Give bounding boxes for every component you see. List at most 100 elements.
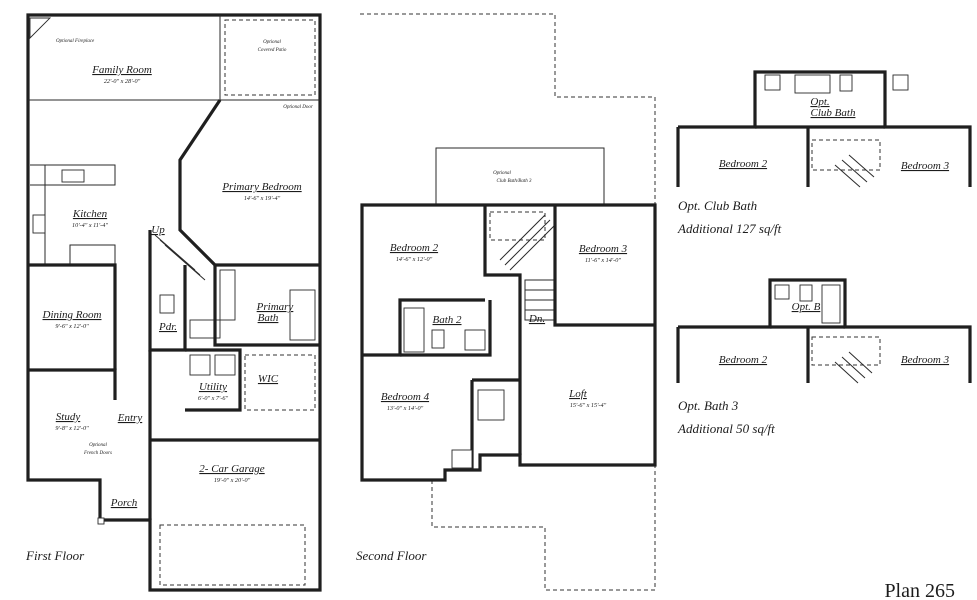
fireplace (29, 17, 52, 40)
utility-wall (185, 348, 242, 412)
dryer (214, 354, 236, 376)
club-bath-sink-right (892, 74, 909, 91)
club-bath-opt-label: Opt. (810, 96, 829, 108)
dining-room-dims: 9'-6" x 12'-0" (55, 323, 89, 330)
club-bath-tub (794, 74, 831, 94)
bath2-label: Bath 2 (432, 314, 462, 326)
bath3-bedroom2-label: Bedroom 2 (719, 354, 768, 366)
second-floor-caption: Second Floor (356, 548, 427, 563)
hall-closet (477, 389, 505, 421)
club-bath-bedroom3-label: Bedroom 3 (901, 160, 950, 172)
primary-bath-wall (213, 265, 320, 347)
washer (189, 354, 211, 376)
study-wall (28, 368, 117, 400)
stair-treads (154, 234, 206, 281)
bath2-tub (403, 307, 425, 353)
garage-label: 2- Car Garage (199, 463, 265, 475)
second-floor-plan (360, 13, 657, 591)
bath3-additional: Additional 50 sq/ft (677, 421, 775, 436)
stair-core-wall (483, 205, 522, 455)
primary-bedroom-wall (178, 99, 320, 267)
club-bath-additional: Additional 127 sq/ft (677, 221, 782, 236)
garage-door (159, 524, 306, 586)
dining-room-wall (28, 263, 117, 370)
bath3-sink (774, 284, 790, 300)
primary-bedroom-label: Primary Bedroom (221, 181, 301, 193)
club-bath-closet (811, 139, 881, 171)
primary-bath-tub (289, 289, 316, 341)
porch-post (97, 517, 105, 525)
study-dims: 9'-8" x 12'-0" (55, 425, 89, 432)
loft-dims: 15'-6" x 15'-4" (570, 402, 607, 409)
primary-bath-label-line2: Bath (258, 312, 279, 324)
club-bath-caption: Opt. Club Bath (678, 198, 757, 213)
plan-title: Plan 265 (884, 580, 955, 600)
optional-fireplace-note: Optional Fireplace (56, 39, 95, 44)
bedroom2-wall (362, 298, 485, 357)
open-to-below-outline (360, 13, 656, 591)
bedroom4-dims: 13'-0" x 14'-0" (387, 405, 424, 412)
second-floor-outer-wall (360, 203, 657, 482)
bath3-stair (834, 351, 873, 384)
primary-bath-label-line1: Primary (256, 301, 294, 313)
bath2-toilet (431, 329, 445, 349)
first-floor-plan (26, 13, 322, 592)
bedroom3-dims: 11'-6" x 14'-0" (585, 257, 621, 264)
stair-wall (148, 230, 187, 352)
club-bath-toilet (839, 74, 853, 92)
study-label: Study (56, 411, 81, 423)
optional-club-bath-outline (435, 147, 605, 205)
utility-label: Utility (199, 381, 227, 393)
primary-bath-vanity (219, 269, 236, 321)
kitchen-label: Kitchen (72, 208, 108, 220)
kitchen-counter (30, 164, 116, 186)
pdr-sink (189, 319, 221, 339)
patio-note-line2: Covered Patio (258, 48, 287, 53)
pdr-toilet (159, 294, 175, 314)
entry-label: Entry (117, 412, 143, 424)
powder-room-label: Pdr. (158, 321, 177, 333)
bedroom2-dims: 14'-6" x 12'-0" (396, 256, 433, 263)
kitchen-range (32, 214, 46, 234)
club-bath-note-line2: Club Bath/Bath 3 (497, 179, 533, 184)
kitchen-island (69, 244, 116, 266)
bath3-opt-label: Opt. B (792, 301, 821, 313)
club-bath-partition (755, 125, 885, 187)
family-room-wall (28, 15, 221, 101)
bath3-caption: Opt. Bath 3 (678, 398, 739, 413)
option-club-bath-plan (676, 70, 972, 188)
porch-label: Porch (110, 497, 138, 509)
club-bath-name-label: Club Bath (811, 107, 856, 119)
kitchen-dims: 10'-4" x 11'-4" (72, 222, 108, 229)
stairs-down-label: Dn. (528, 313, 545, 325)
french-doors-note-line2: French Doors (83, 451, 112, 456)
family-room-dims: 22'-0" x 28'-0" (104, 78, 141, 85)
club-bath-bedroom2-label: Bedroom 2 (719, 158, 768, 170)
bedroom3-label: Bedroom 3 (579, 243, 628, 255)
bath3-toilet (799, 284, 813, 302)
primary-bedroom-dims: 14'-6" x 19'-4" (244, 195, 281, 202)
club-bath-sink-left (764, 74, 781, 91)
option-bath3-plan (676, 278, 972, 384)
club-bath-note-line1: Optional (493, 171, 511, 176)
optional-patio (224, 19, 316, 96)
closet-shelving (489, 211, 546, 241)
bath2-wall (400, 300, 492, 357)
kitchen-sink (61, 169, 85, 183)
bath3-closet (811, 336, 881, 366)
optional-door-note: Optional Door (283, 105, 313, 110)
club-bath-stair (834, 154, 875, 188)
bedroom2-label: Bedroom 2 (390, 242, 439, 254)
garage-dims: 19'-0" x 20'-0" (214, 477, 251, 484)
linen-closet (451, 449, 473, 469)
stair-treads-upper (499, 214, 556, 271)
bath3-tub (821, 284, 841, 324)
wic-shelving (244, 354, 316, 411)
french-doors-note-line1: Optional (89, 443, 107, 448)
wic-label: WIC (258, 373, 279, 385)
bath2-sink (464, 329, 486, 351)
bath3-bedroom3-label: Bedroom 3 (901, 354, 950, 366)
utility-dims: 6'-0" x 7'-6" (198, 395, 229, 402)
family-room-label: Family Room (91, 64, 152, 76)
